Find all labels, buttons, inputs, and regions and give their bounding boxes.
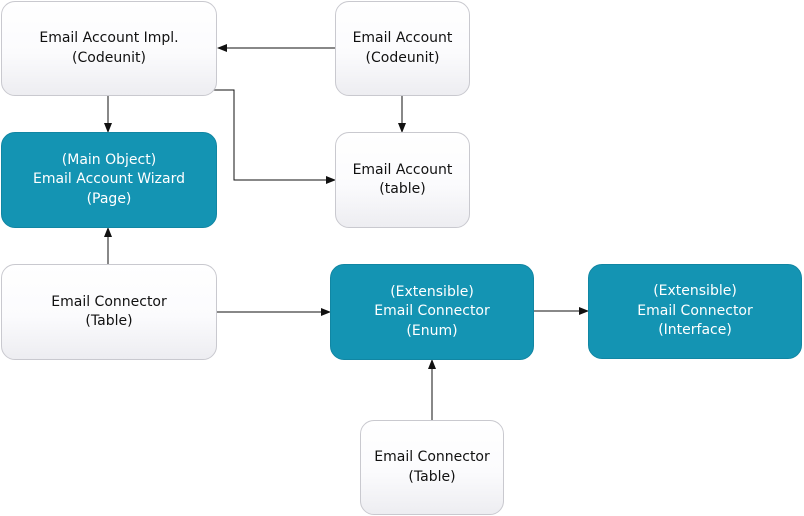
email-account-wizard-page-node: (Main Object) Email Account Wizard (Page…: [1, 132, 217, 228]
node-title: Email Connector: [637, 302, 753, 319]
email-connector-table-bottom-node: Email Connector (Table): [360, 420, 504, 515]
email-account-codeunit-node: Email Account (Codeunit): [335, 1, 470, 96]
node-type: (Codeunit): [72, 49, 146, 66]
node-title: Email Account: [352, 161, 453, 178]
node-title: Email Account Wizard: [32, 171, 186, 188]
node-title: Email Connector: [374, 303, 490, 320]
node-type: (Codeunit): [365, 49, 440, 66]
node-type: (Page): [86, 190, 132, 207]
node-title: Email Account Impl.: [39, 30, 179, 46]
node-title: Email Connector: [374, 449, 490, 465]
node-qualifier: (Extensible): [653, 283, 737, 300]
email-connector-enum-node: (Extensible) Email Connector (Enum): [330, 264, 534, 360]
email-account-impl-codeunit-node: Email Account Impl. (Codeunit): [1, 1, 217, 96]
node-type: (Table): [85, 313, 133, 329]
node-title: Email Connector: [51, 293, 167, 310]
node-qualifier: (Main Object): [61, 151, 157, 168]
node-type: (table): [379, 181, 426, 197]
node-title: Email Account: [352, 30, 453, 46]
edge-impl-to-account-table: [211, 89, 336, 184]
node-qualifier: (Extensible): [390, 283, 474, 300]
email-connector-table-node: Email Connector (Table): [1, 264, 217, 360]
node-type: (Enum): [406, 322, 458, 339]
node-type: (Table): [408, 468, 456, 485]
email-account-table-node: Email Account (table): [335, 132, 470, 228]
node-type: (Interface): [658, 322, 732, 339]
email-connector-interface-node: (Extensible) Email Connector (Interface): [588, 264, 802, 359]
